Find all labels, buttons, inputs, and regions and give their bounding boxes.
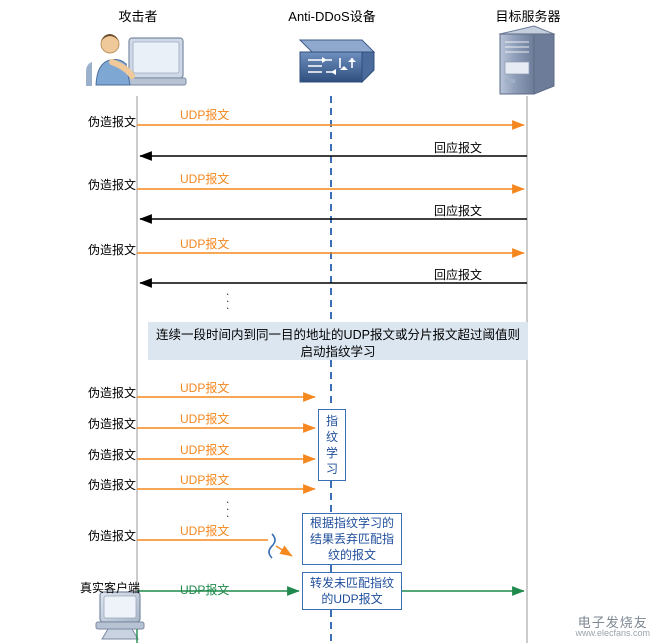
actor-title-attacker: 攻击者 bbox=[118, 9, 158, 24]
ellipsis-2: ... bbox=[226, 492, 230, 520]
anti-ddos-device-icon bbox=[298, 39, 376, 84]
left-label-1: 伪造报文 bbox=[88, 115, 137, 129]
watermark: 电子发烧友 www.elecfans.com bbox=[575, 615, 650, 639]
message-label-udp-4: UDP报文 bbox=[180, 381, 230, 395]
message-label-udp-7: UDP报文 bbox=[180, 473, 230, 487]
left-label-real-client: 真实客户端 bbox=[80, 581, 141, 595]
actor-title-server: 目标服务器 bbox=[495, 9, 561, 24]
left-label-4: 伪造报文 bbox=[88, 386, 137, 400]
drop-matched-box: 根据指纹学习的结果丢弃匹配指纹的报文 bbox=[302, 513, 402, 565]
message-label-udp-1: UDP报文 bbox=[180, 108, 230, 122]
message-label-udp-5: UDP报文 bbox=[180, 412, 230, 426]
message-label-udp-3: UDP报文 bbox=[180, 237, 230, 251]
message-label-reply-2: 回应报文 bbox=[434, 204, 483, 218]
actor-title-device: Anti-DDoS设备 bbox=[288, 9, 376, 24]
watermark-main: 电子发烧友 bbox=[577, 615, 648, 630]
message-label-reply-3: 回应报文 bbox=[434, 268, 483, 282]
left-label-2: 伪造报文 bbox=[88, 178, 137, 192]
message-label-udp-8: UDP报文 bbox=[180, 524, 230, 538]
watermark-sub: www.elecfans.com bbox=[575, 628, 650, 638]
left-label-5: 伪造报文 bbox=[88, 417, 137, 431]
left-label-6: 伪造报文 bbox=[88, 448, 137, 462]
ellipsis-1: ... bbox=[226, 284, 230, 312]
fingerprint-learning-box: 指纹学习 bbox=[318, 409, 346, 481]
left-label-8: 伪造报文 bbox=[88, 529, 137, 543]
message-label-udp-2: UDP报文 bbox=[180, 172, 230, 186]
threshold-note: 连续一段时间内到同一目的地址的UDP报文或分片报文超过阈值则启动指纹学习 bbox=[148, 322, 528, 360]
forward-unmatched-box: 转发未匹配指纹的UDP报文 bbox=[302, 572, 402, 610]
message-label-udp-real: UDP报文 bbox=[180, 583, 230, 597]
attacker-icon bbox=[86, 34, 187, 86]
left-label-3: 伪造报文 bbox=[88, 243, 137, 257]
real-client-icon bbox=[95, 591, 145, 640]
left-label-7: 伪造报文 bbox=[88, 478, 137, 492]
target-server-icon bbox=[498, 25, 556, 95]
message-label-reply-1: 回应报文 bbox=[434, 141, 483, 155]
message-label-udp-6: UDP报文 bbox=[180, 443, 230, 457]
